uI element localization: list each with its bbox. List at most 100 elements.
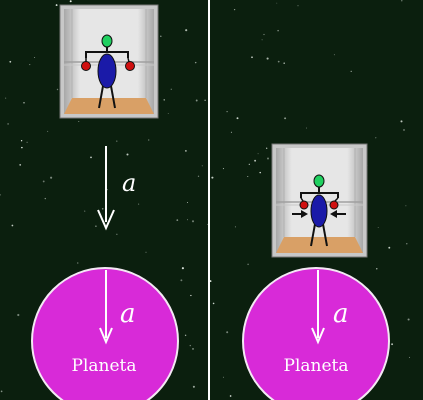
left-person-head — [101, 34, 113, 48]
star — [21, 146, 23, 149]
star — [138, 203, 140, 205]
star — [277, 60, 280, 63]
star — [297, 5, 299, 7]
star — [23, 101, 25, 104]
star — [375, 137, 377, 139]
star — [226, 331, 229, 334]
star — [50, 176, 53, 179]
star — [211, 176, 214, 179]
star — [248, 163, 250, 165]
right-mass-left — [299, 200, 309, 210]
star — [116, 140, 118, 142]
star — [106, 189, 108, 191]
star — [7, 123, 9, 125]
star — [148, 139, 150, 141]
star — [206, 223, 208, 225]
star — [229, 395, 232, 397]
star — [391, 343, 394, 346]
right-person-body — [310, 194, 328, 228]
star — [209, 280, 212, 283]
left-acceleration-label: a — [122, 169, 136, 197]
star — [333, 54, 335, 56]
star — [42, 180, 45, 183]
star — [0, 390, 3, 393]
right-inward-arrow-left — [292, 210, 308, 218]
star — [84, 210, 86, 212]
star — [34, 57, 36, 58]
star — [0, 194, 1, 196]
left-planet-acceleration-label: a — [120, 299, 136, 329]
star — [116, 233, 118, 235]
star — [176, 219, 179, 221]
star — [194, 61, 197, 64]
star — [78, 121, 80, 123]
star — [407, 318, 410, 321]
star — [19, 164, 22, 166]
star — [185, 150, 187, 152]
star — [191, 220, 195, 223]
right-person-head — [313, 174, 325, 188]
star — [266, 147, 268, 149]
star — [184, 334, 187, 337]
star — [247, 263, 249, 266]
star — [163, 99, 165, 101]
star — [181, 267, 184, 270]
star — [212, 302, 215, 305]
star — [5, 97, 7, 99]
star — [17, 313, 20, 317]
star — [222, 168, 224, 170]
star — [261, 39, 263, 41]
left-person-figure — [81, 34, 135, 109]
star — [263, 33, 265, 36]
right-elevator — [271, 143, 368, 258]
star — [160, 35, 162, 37]
left-planet-label: Planeta — [72, 356, 137, 376]
star — [234, 226, 236, 228]
star — [26, 141, 28, 143]
star — [388, 246, 391, 249]
star — [195, 99, 198, 102]
star — [95, 225, 97, 228]
star — [277, 29, 279, 32]
left-elevator — [59, 4, 159, 119]
star — [20, 140, 23, 142]
star — [47, 130, 49, 132]
right-mass-right — [329, 200, 339, 210]
star — [180, 279, 183, 282]
star — [257, 153, 259, 155]
star — [406, 243, 408, 245]
right-planet-label: Planeta — [284, 356, 349, 376]
star — [405, 205, 407, 207]
star — [192, 348, 194, 350]
star — [126, 153, 129, 156]
left-person-body — [97, 53, 117, 89]
star — [55, 4, 58, 7]
star — [170, 88, 172, 90]
star — [190, 294, 192, 297]
star — [9, 60, 12, 63]
star — [29, 64, 31, 66]
star — [376, 268, 378, 270]
star — [350, 70, 352, 73]
star — [167, 113, 169, 114]
star — [185, 29, 188, 32]
star — [90, 156, 92, 159]
left-mass-left — [81, 61, 91, 71]
star — [11, 224, 14, 227]
star — [283, 62, 285, 64]
star — [254, 159, 257, 162]
star — [201, 165, 203, 167]
star — [276, 2, 278, 4]
left-acceleration-arrow — [97, 146, 115, 231]
star — [226, 110, 228, 113]
star — [101, 208, 104, 210]
star — [251, 56, 253, 59]
star — [204, 99, 206, 101]
star — [192, 385, 195, 388]
star — [44, 197, 46, 200]
star — [145, 251, 147, 253]
star — [400, 120, 403, 123]
star — [77, 262, 79, 264]
star — [403, 129, 405, 131]
